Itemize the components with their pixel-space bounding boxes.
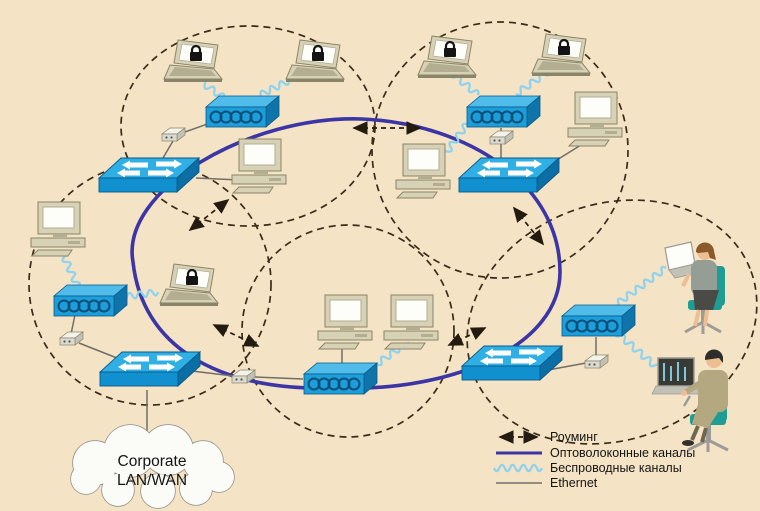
wireless-link bbox=[441, 122, 468, 157]
ethernet-link bbox=[547, 362, 587, 371]
roaming-arrow bbox=[447, 327, 487, 346]
wireless-link bbox=[199, 78, 226, 99]
access-point-icon bbox=[561, 304, 636, 337]
wireless-link bbox=[121, 288, 160, 301]
ethernet-link bbox=[78, 342, 123, 361]
legend-label: Роуминг bbox=[550, 430, 598, 444]
access-point-icon bbox=[205, 95, 280, 128]
wireless-link bbox=[613, 265, 667, 309]
access-point-icon bbox=[303, 362, 378, 395]
roaming-arrow bbox=[512, 206, 545, 246]
wireless-line-icon bbox=[492, 463, 544, 473]
ethernet-link bbox=[191, 370, 234, 377]
access-point-icon bbox=[466, 95, 541, 128]
access-point-icon bbox=[53, 284, 128, 317]
cloud-label-line1: Corporate bbox=[118, 453, 187, 470]
roaming-arrow bbox=[212, 324, 260, 347]
ethernet-link bbox=[162, 140, 174, 159]
roaming-arrow bbox=[188, 198, 230, 232]
legend-label: Беспроводные каналы bbox=[550, 461, 682, 475]
legend-label: Оптоволоконные каналы bbox=[550, 446, 695, 460]
legend-label: Ethernet bbox=[550, 476, 598, 490]
cloud-label-line2: LAN/WAN bbox=[117, 472, 187, 489]
coverage-cell-circle bbox=[466, 199, 758, 445]
corporate-cloud: Corporate LAN/WAN bbox=[70, 424, 235, 509]
ethernet-link bbox=[70, 314, 76, 335]
man-user-figure bbox=[651, 349, 729, 452]
roaming-arrows-layer bbox=[188, 121, 545, 347]
woman-user-figure bbox=[664, 241, 725, 334]
wireless-link bbox=[61, 250, 81, 288]
coverage-cell-circle bbox=[371, 21, 629, 279]
ethernet-link bbox=[254, 376, 304, 380]
legend: Роуминг Оптоволоконные каналы Беспроводн… bbox=[496, 430, 695, 490]
